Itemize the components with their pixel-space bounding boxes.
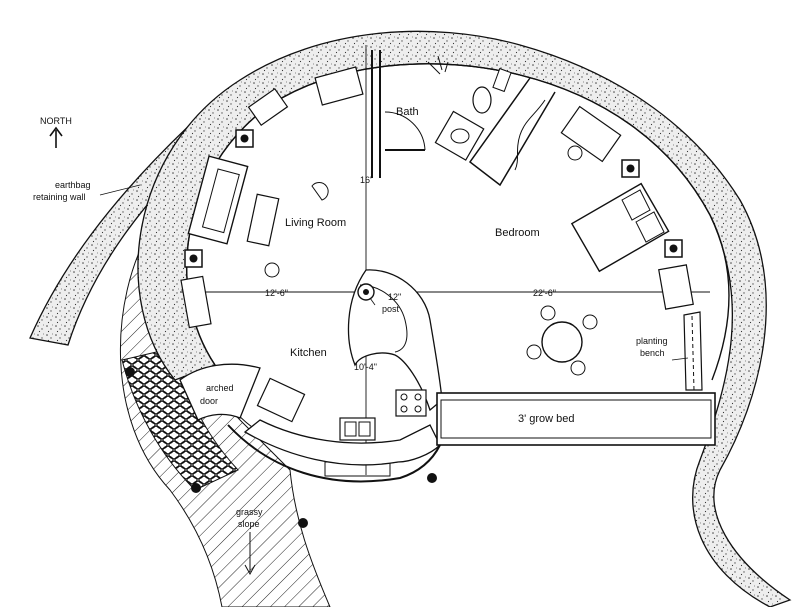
post-label: post — [382, 304, 400, 314]
bath-shower-curtain — [514, 99, 546, 171]
sofa-cushion — [201, 168, 240, 234]
bath-sink-bowl — [450, 128, 470, 144]
stove-icon — [235, 129, 254, 148]
burner-icon — [400, 393, 408, 401]
kitchen-sink — [339, 417, 376, 441]
grassy-slope-label-1: grassy — [236, 507, 263, 517]
dining-chair — [526, 344, 542, 360]
planting-bench-label-1: planting — [636, 336, 668, 346]
toilet-tank — [492, 67, 512, 93]
retaining-wall-label-1: earthbag — [55, 180, 91, 190]
leader-line — [671, 357, 689, 361]
stove-icon — [621, 159, 640, 178]
stove-icon — [664, 239, 683, 258]
burner-icon — [414, 393, 422, 401]
leader-line — [369, 297, 376, 306]
dimension-ns: 16' — [360, 175, 372, 185]
north-label: NORTH — [40, 116, 72, 126]
slope-arrow-head-icon — [244, 564, 256, 576]
dimension-south: 10'-4" — [354, 362, 377, 372]
armchair — [311, 182, 329, 201]
room-label-kitchen: Kitchen — [290, 347, 327, 359]
kitchen-sink-bowl — [358, 421, 371, 437]
arched-door-label-2: door — [200, 396, 218, 406]
dining-chair — [540, 305, 556, 321]
post-dot — [191, 483, 201, 493]
post-dot — [427, 473, 437, 483]
bedroom-chair — [567, 145, 583, 161]
bench-west — [180, 275, 212, 329]
central-post-core — [363, 289, 369, 295]
arched-door — [179, 363, 261, 421]
bath-east-wall — [468, 77, 556, 187]
grow-bed — [436, 392, 716, 446]
bedroom-dresser — [560, 105, 622, 163]
bedroom-cabinet — [658, 264, 694, 310]
grow-bed-inner — [440, 399, 712, 439]
desk — [314, 66, 364, 106]
kitchen-cabinet — [256, 377, 306, 423]
skylight-icon — [427, 55, 449, 75]
dining-table — [541, 321, 583, 363]
sofa — [187, 155, 249, 245]
dining-chair — [582, 314, 598, 330]
dimension-post: 12" — [388, 292, 401, 302]
bed-pillow — [621, 189, 651, 221]
armchair — [264, 262, 280, 278]
planting-bench-edge — [691, 315, 695, 391]
dimension-west: 12'-6" — [265, 288, 288, 298]
bed-pillow — [635, 211, 665, 243]
kitchen-counter-s-curve — [347, 269, 443, 412]
dimension-east: 22'-6" — [533, 288, 556, 298]
burner-icon — [400, 405, 408, 413]
post-dot — [298, 518, 308, 528]
grow-bed-label: 3' grow bed — [518, 413, 575, 425]
kitchen-counter-s-inner — [359, 284, 408, 353]
dining-chair — [570, 360, 586, 376]
bath-door-swing — [384, 111, 426, 151]
shelf — [247, 87, 289, 127]
toilet — [472, 86, 492, 114]
room-label-bath: Bath — [396, 106, 419, 118]
north-arrow-head-icon — [49, 126, 63, 137]
kitchen-counter-south — [243, 419, 441, 466]
stove-icon — [184, 249, 203, 268]
arched-door-label-1: arched — [206, 383, 234, 393]
retaining-wall-label-2: retaining wall — [33, 192, 86, 202]
burner-icon — [414, 405, 422, 413]
grassy-slope-label-2: slope — [238, 519, 260, 529]
room-label-living: Living Room — [285, 217, 346, 229]
coffee-table — [246, 193, 280, 247]
post-dot — [125, 367, 135, 377]
south-wall — [227, 424, 441, 483]
stove — [395, 389, 427, 417]
leader-line — [99, 184, 141, 196]
room-label-bedroom: Bedroom — [495, 227, 540, 239]
kitchen-sink-bowl — [344, 421, 357, 437]
planting-bench-label-2: bench — [640, 348, 665, 358]
bed — [570, 182, 670, 273]
